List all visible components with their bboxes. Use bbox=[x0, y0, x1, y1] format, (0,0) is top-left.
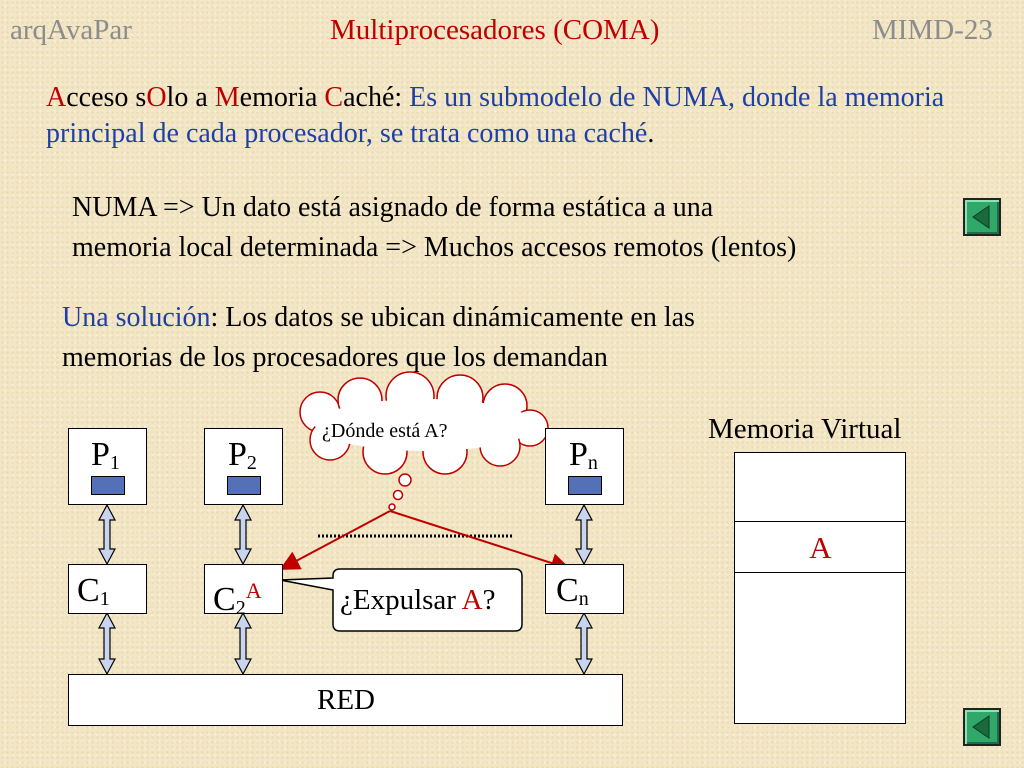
processor-p1 bbox=[68, 428, 147, 505]
numa-line-2: memoria local determinada => Muchos acce… bbox=[72, 232, 797, 263]
solution-line-2: memorias de los procesadores que los dem… bbox=[62, 342, 608, 373]
solution-lead: Una solución bbox=[62, 302, 211, 333]
virtual-memory-column bbox=[734, 452, 906, 724]
definition-text: Es un submodelo de NUMA, donde la memori… bbox=[46, 82, 945, 149]
numa-line-1: NUMA => Un dato está asignado de forma e… bbox=[72, 192, 714, 223]
link-arrow-p2-c2 bbox=[234, 503, 252, 566]
virtual-memory-block bbox=[735, 521, 905, 573]
acronym-letter-o: O bbox=[146, 82, 167, 113]
processor-p2-label: P2 bbox=[228, 436, 257, 475]
search-arrow-to-c2 bbox=[279, 510, 391, 570]
acronym-letter-m: M bbox=[214, 82, 240, 113]
cache-cn-label: Cn bbox=[556, 572, 589, 611]
network-label: RED bbox=[317, 684, 375, 716]
acronym-letter-a: A bbox=[46, 82, 67, 113]
speech-text: ¿Expulsar A? bbox=[340, 584, 496, 616]
thought-cloud bbox=[299, 371, 549, 511]
nav-back-button-top[interactable] bbox=[963, 198, 1001, 236]
cache-c2-label: C2A bbox=[213, 578, 262, 619]
slide-number: MIMD-23 bbox=[872, 14, 993, 46]
search-arrow-to-cn bbox=[389, 510, 571, 573]
processor-chip-icon bbox=[568, 476, 602, 495]
cache-c1 bbox=[68, 564, 147, 614]
cache-cn bbox=[545, 564, 624, 614]
processor-chip-icon bbox=[91, 476, 125, 495]
nav-back-button-bottom[interactable] bbox=[963, 708, 1001, 746]
cache-c2-block-a: A bbox=[245, 578, 262, 603]
link-arrow-cn-red bbox=[575, 611, 593, 676]
definition-paragraph: Acceso sOlo a Memoria Caché: Es un submo… bbox=[46, 82, 945, 149]
link-arrow-p1-c1 bbox=[98, 503, 116, 566]
acronym-letter-c: C bbox=[324, 82, 344, 113]
cache-c2 bbox=[204, 564, 283, 614]
virtual-memory-title: Memoria Virtual bbox=[708, 413, 902, 445]
thought-text: ¿Dónde está A? bbox=[322, 420, 448, 442]
processor-p2 bbox=[204, 428, 283, 505]
slide-title: Multiprocesadores (COMA) bbox=[330, 14, 660, 46]
link-arrow-c1-red bbox=[98, 611, 116, 676]
virtual-memory-block-label: A bbox=[809, 530, 832, 565]
speech-bubble bbox=[279, 568, 523, 632]
speech-block-a: A bbox=[461, 584, 483, 616]
processor-chip-icon bbox=[227, 476, 261, 495]
solution-line-1: Una solución: Los datos se ubican dinámi… bbox=[62, 302, 695, 333]
back-triangle-icon bbox=[972, 205, 990, 229]
processor-pn bbox=[545, 428, 624, 505]
cache-c1-label: C1 bbox=[77, 572, 110, 611]
processor-p1-label: P1 bbox=[91, 436, 120, 475]
link-arrow-pn-cn bbox=[575, 503, 593, 566]
processor-pn-label: Pn bbox=[569, 436, 598, 475]
slide-series-label: arqAvaPar bbox=[10, 14, 132, 46]
network-bus bbox=[68, 674, 623, 726]
back-triangle-icon bbox=[972, 715, 990, 739]
